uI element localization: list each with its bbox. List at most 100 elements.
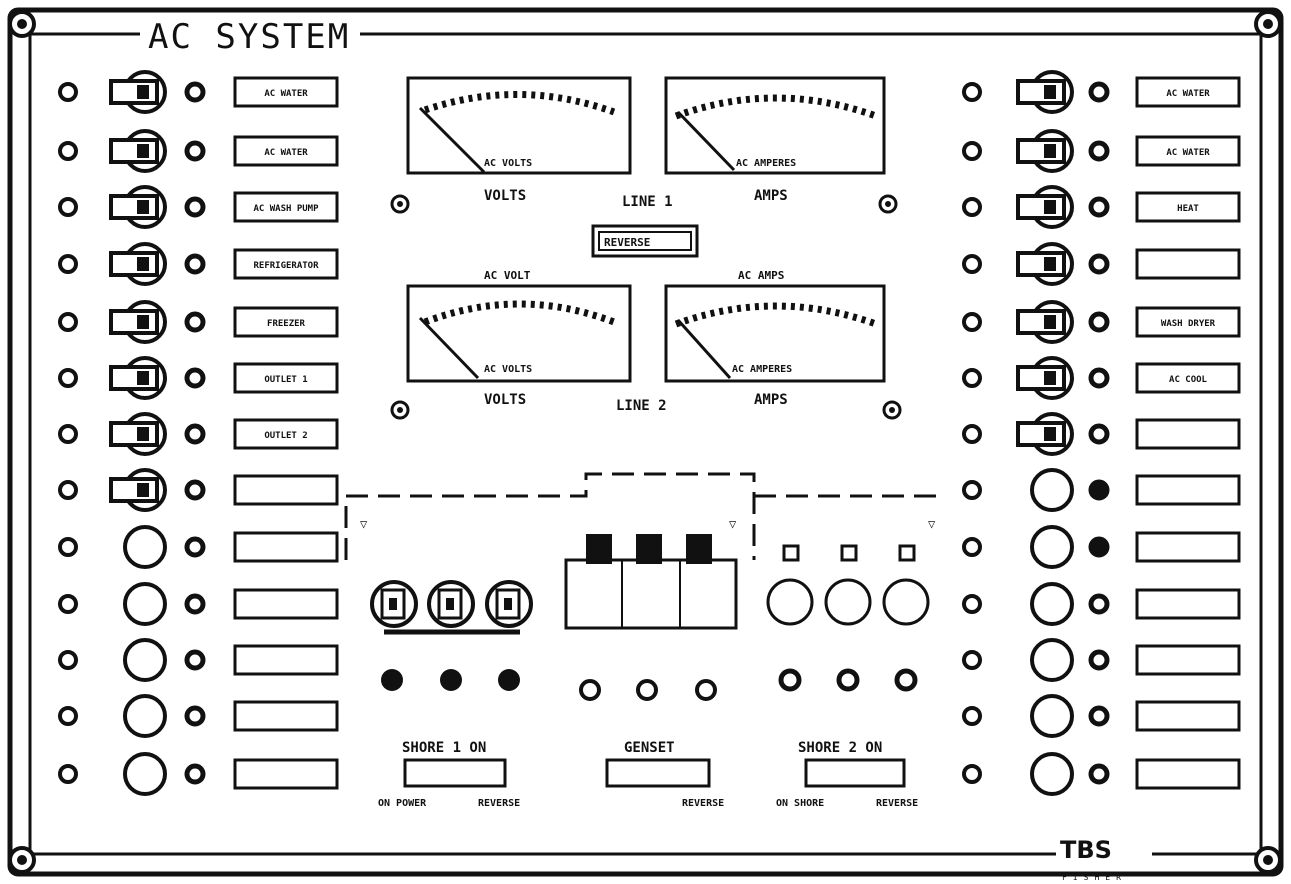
generator-label-plate xyxy=(605,758,711,788)
generator-main-breaker[interactable] xyxy=(564,534,738,630)
shore1-indicator-leds xyxy=(381,669,520,691)
line2-volt-meter: AC VOLTS VOLTS xyxy=(406,284,632,408)
breaker-row xyxy=(962,638,1241,682)
breaker-toggle[interactable] xyxy=(109,242,167,286)
line2-volts-top-text: AC VOLT xyxy=(484,269,531,282)
line2-volts-face-text: AC VOLTS xyxy=(484,364,532,375)
mount-screw xyxy=(962,368,982,388)
breaker-handle[interactable] xyxy=(427,580,475,628)
breaker-knockout[interactable] xyxy=(123,694,167,738)
meter-screw xyxy=(882,400,902,420)
label-plate xyxy=(1135,474,1241,506)
breaker-toggle[interactable] xyxy=(1016,412,1074,456)
label-plate xyxy=(1135,418,1241,450)
breaker-knockout[interactable] xyxy=(1030,582,1074,626)
breaker-toggle[interactable] xyxy=(1016,70,1074,114)
breaker-toggle[interactable] xyxy=(1016,129,1074,173)
breaker-knockout[interactable] xyxy=(1030,694,1074,738)
breaker-handle[interactable] xyxy=(636,534,662,564)
indicator-led xyxy=(1088,367,1110,389)
shore1-main-breaker[interactable] xyxy=(370,580,533,635)
breaker-toggle[interactable] xyxy=(109,412,167,456)
label-plate xyxy=(1135,248,1241,280)
breaker-knockout[interactable] xyxy=(1030,638,1074,682)
mount-screw xyxy=(962,312,982,332)
label-plate xyxy=(233,644,339,676)
indicator-led xyxy=(1088,81,1110,103)
breaker-row: OUTLET 1 xyxy=(58,356,339,400)
breaker-handle[interactable] xyxy=(485,580,533,628)
mount-screw xyxy=(962,424,982,444)
indicator-led xyxy=(1088,705,1110,727)
breaker-toggle[interactable] xyxy=(109,468,167,512)
breaker-knockout[interactable] xyxy=(123,638,167,682)
label-plate xyxy=(233,306,339,338)
line1-volt-meter: AC VOLTS VOLTS xyxy=(406,76,632,204)
breaker-knockout[interactable] xyxy=(123,752,167,796)
breaker-row: REFRIGERATOR xyxy=(58,242,339,286)
breaker-toggle[interactable] xyxy=(1016,242,1074,286)
breaker-handle[interactable] xyxy=(686,534,712,564)
breaker-row xyxy=(58,525,339,569)
meter-select-button[interactable]: REVERSE xyxy=(591,224,699,258)
breaker-handle[interactable] xyxy=(370,580,418,628)
breaker-toggle[interactable] xyxy=(109,70,167,114)
mount-screw xyxy=(58,537,78,557)
label-plate xyxy=(1135,531,1241,563)
breaker-knockout[interactable] xyxy=(123,582,167,626)
breaker-label: AC WASH PUMP xyxy=(253,204,319,214)
indicator-led xyxy=(1088,140,1110,162)
mount-screw xyxy=(58,312,78,332)
breaker-toggle[interactable] xyxy=(1016,356,1074,400)
indicator-led xyxy=(1088,593,1110,615)
shore2-main-breaker[interactable] xyxy=(766,578,930,626)
breaker-toggle[interactable] xyxy=(1016,300,1074,344)
triangle-marker: ▽ xyxy=(360,517,368,531)
breaker-knockout[interactable] xyxy=(766,578,814,626)
breaker-knockout[interactable] xyxy=(1030,752,1074,796)
breaker-toggle[interactable] xyxy=(109,129,167,173)
label-plate xyxy=(233,362,339,394)
line1-volts-face-text: AC VOLTS xyxy=(484,158,532,169)
breaker-row xyxy=(962,752,1241,796)
breaker-knockout[interactable] xyxy=(882,578,930,626)
breaker-toggle[interactable] xyxy=(1016,185,1074,229)
line2-label: LINE 2 xyxy=(616,398,667,414)
label-plate xyxy=(1135,700,1241,732)
corner-screw xyxy=(8,10,36,38)
breaker-row: AC WATER xyxy=(962,129,1241,173)
breaker-handle[interactable] xyxy=(586,534,612,564)
indicator-led xyxy=(1088,536,1110,558)
generator-title: GENSET xyxy=(624,740,675,756)
mount-screw xyxy=(962,706,982,726)
label-plate xyxy=(1135,362,1241,394)
corner-screw xyxy=(8,846,36,874)
breaker-toggle[interactable] xyxy=(109,356,167,400)
label-plate xyxy=(233,474,339,506)
label-plate xyxy=(233,135,339,167)
mount-screw xyxy=(962,764,982,784)
brand-logo: TBS FISHER xyxy=(1056,836,1152,882)
label-plate xyxy=(233,758,339,790)
mount-screw xyxy=(962,650,982,670)
breaker-knockout[interactable] xyxy=(123,525,167,569)
indicator-led xyxy=(184,81,206,103)
line1-volts-caption: VOLTS xyxy=(484,188,526,204)
breaker-knockout[interactable] xyxy=(1030,525,1074,569)
shore2-indicator-leds xyxy=(778,668,918,692)
indicator-led xyxy=(184,479,206,501)
breaker-label: FREEZER xyxy=(267,319,306,329)
indicator-led xyxy=(1088,649,1110,671)
mount-screw xyxy=(58,424,78,444)
indicator-led xyxy=(184,423,206,445)
mount-screw xyxy=(58,368,78,388)
line1-amps-caption: AMPS xyxy=(754,188,788,204)
breaker-knockout[interactable] xyxy=(1030,468,1074,512)
breaker-label: AC COOL xyxy=(1169,375,1208,385)
label-plate xyxy=(1135,135,1241,167)
breaker-toggle[interactable] xyxy=(109,185,167,229)
breaker-knockout[interactable] xyxy=(824,578,872,626)
breaker-toggle[interactable] xyxy=(109,300,167,344)
shore1-left-note: ON POWER xyxy=(378,798,427,809)
